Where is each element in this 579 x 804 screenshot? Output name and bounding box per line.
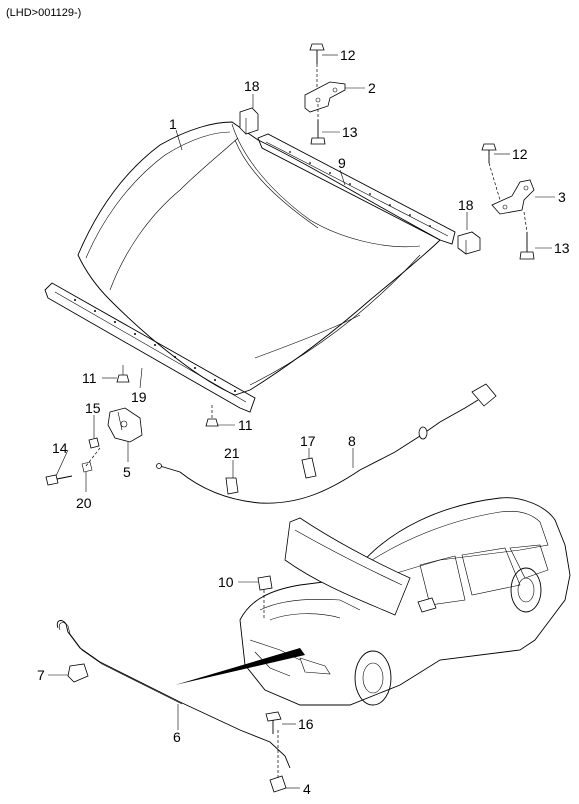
callout-5: 5 — [123, 464, 131, 480]
callout-3: 3 — [558, 189, 566, 205]
hood-latch — [107, 407, 143, 443]
hood-front-strip — [44, 282, 256, 413]
callout-21: 21 — [224, 445, 240, 461]
callout-10: 10 — [218, 574, 234, 590]
callout-13a: 13 — [342, 124, 358, 140]
callout-7: 7 — [37, 667, 45, 683]
bolt-12-left — [309, 43, 325, 88]
callout-14: 14 — [52, 440, 68, 456]
callout-18a: 18 — [244, 78, 260, 94]
hood-seal-strip — [257, 133, 456, 245]
hood-panel — [77, 121, 441, 396]
callout-11a: 11 — [82, 370, 97, 386]
clip-20 — [81, 447, 101, 473]
bolt-14 — [45, 474, 73, 486]
hood-bumper-right — [457, 231, 481, 255]
leader-lines — [48, 54, 555, 789]
cable-clip-17 — [301, 457, 317, 479]
callout-16: 16 — [298, 716, 314, 732]
hood-hinge-left — [304, 81, 346, 113]
callout-15: 15 — [85, 400, 101, 416]
bolt-13-left — [310, 104, 326, 145]
stay-clip-4 — [269, 730, 287, 793]
callout-2: 2 — [368, 80, 376, 96]
hood-stay-rod — [56, 620, 291, 769]
callout-9: 9 — [338, 155, 346, 171]
callout-4: 4 — [303, 781, 311, 797]
car-illustration — [239, 497, 571, 706]
bolt-12-right — [481, 143, 501, 201]
stay-grommet-7 — [67, 663, 89, 683]
callout-8: 8 — [348, 433, 356, 449]
location-pointer — [175, 648, 305, 685]
callout-1: 1 — [169, 116, 177, 132]
hood-release-cable — [156, 383, 497, 504]
clip-11-right — [205, 405, 219, 427]
callout-19: 19 — [131, 389, 147, 405]
header-code: (LHD>001129-) — [6, 7, 81, 19]
callout-17: 17 — [300, 433, 316, 449]
hood-bumper-left — [239, 107, 259, 135]
callout-18b: 18 — [458, 197, 474, 213]
bolt-13-right — [519, 211, 535, 260]
nut-15 — [88, 437, 100, 449]
callout-12b: 12 — [512, 146, 528, 162]
clip-11-left — [116, 365, 130, 383]
callout-20: 20 — [76, 495, 92, 511]
cable-clip-21 — [225, 477, 239, 495]
callout-6: 6 — [173, 729, 181, 745]
bolt-16 — [265, 711, 282, 734]
hood-hinge-right — [491, 179, 535, 215]
nut-10 — [257, 575, 273, 620]
callout-13b: 13 — [554, 240, 570, 256]
callout-12a: 12 — [340, 47, 356, 63]
callout-11b: 11 — [238, 417, 253, 433]
